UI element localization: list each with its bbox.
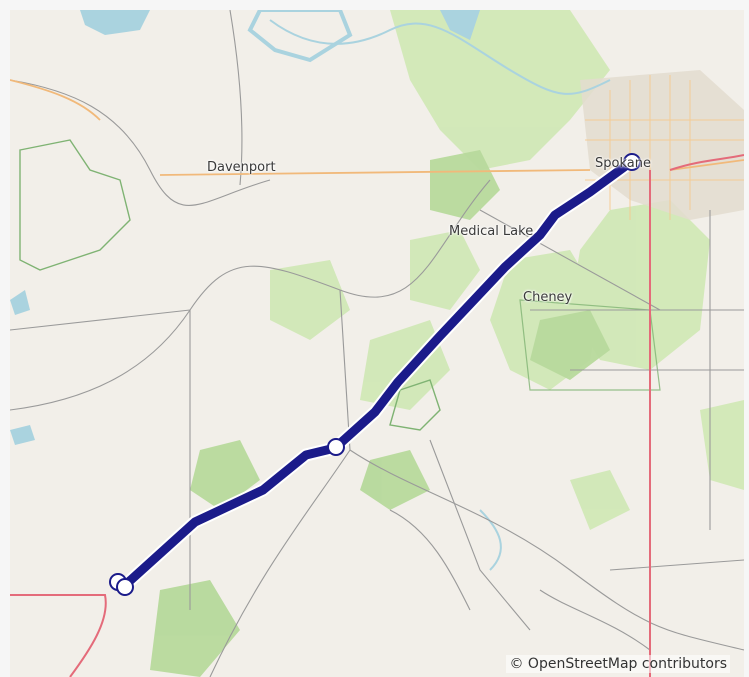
- map-canvas[interactable]: [10, 10, 744, 677]
- place-label-medical-lake: Medical Lake: [449, 224, 534, 239]
- place-label-cheney: Cheney: [523, 290, 573, 305]
- place-label-spokane: Spokane: [595, 156, 651, 171]
- minor-roads: [10, 10, 744, 677]
- water-features: [10, 10, 480, 445]
- route-waypoints: [109, 153, 641, 596]
- refuge-boundary-2: [519, 299, 661, 391]
- reservation-boundary: [19, 139, 131, 271]
- route-line[interactable]: [118, 157, 636, 592]
- map-frame[interactable]: Davenport Medical Lake Cheney Spokane © …: [10, 10, 744, 677]
- place-label-davenport: Davenport: [207, 160, 276, 175]
- waypoint-marker[interactable]: [327, 438, 345, 456]
- waypoint-marker[interactable]: [116, 578, 134, 596]
- forest-areas: [270, 10, 744, 530]
- route[interactable]: [116, 155, 638, 594]
- waypoint-marker[interactable]: [623, 153, 641, 171]
- park-areas: [150, 150, 610, 677]
- map-attribution[interactable]: © OpenStreetMap contributors: [506, 655, 730, 673]
- primary-roads: [10, 154, 744, 677]
- major-roads: [10, 79, 744, 176]
- refuge-boundary: [389, 379, 441, 431]
- rivers: [269, 19, 611, 571]
